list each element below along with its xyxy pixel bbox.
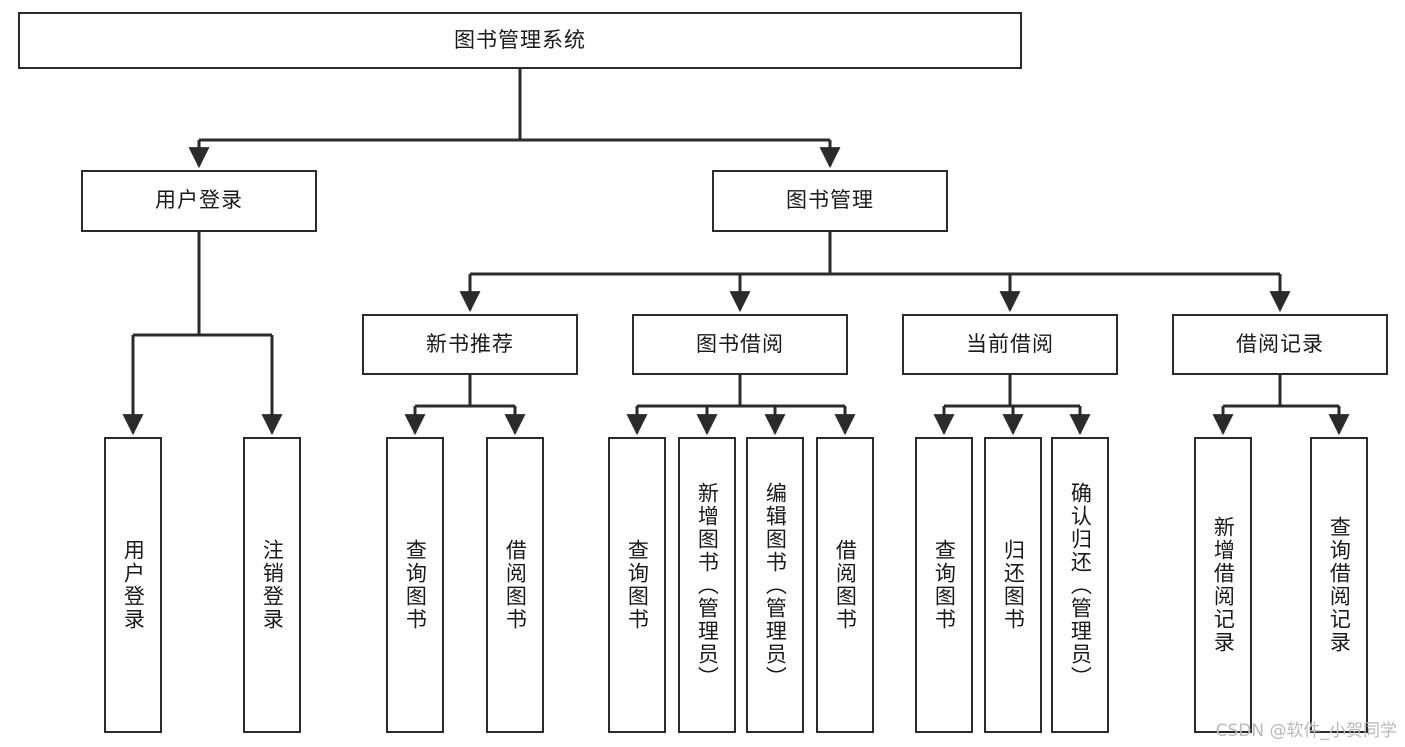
- node-leaf-query-book-borrow-label: 查询图书: [625, 539, 650, 631]
- node-leaf-add-borrow-record[interactable]: 新增借阅记录: [1194, 437, 1252, 733]
- node-book-management[interactable]: 图书管理: [712, 170, 948, 232]
- node-leaf-user-login[interactable]: 用户登录: [104, 437, 162, 733]
- node-leaf-query-book-current[interactable]: 查询图书: [915, 437, 973, 733]
- node-root-label: 图书管理系统: [454, 27, 586, 52]
- node-leaf-add-borrow-record-label: 新增借阅记录: [1211, 516, 1236, 654]
- node-new-book-recommend[interactable]: 新书推荐: [362, 314, 578, 375]
- node-user-login[interactable]: 用户登录: [81, 170, 317, 232]
- node-leaf-add-book[interactable]: 新增图书（管理员）: [678, 437, 736, 733]
- node-leaf-user-logout[interactable]: 注销登录: [243, 437, 301, 733]
- node-leaf-query-book-borrow[interactable]: 查询图书: [608, 437, 666, 733]
- node-leaf-return-book[interactable]: 归还图书: [984, 437, 1042, 733]
- node-current-borrow[interactable]: 当前借阅: [902, 314, 1118, 375]
- node-leaf-borrow-book[interactable]: 借阅图书: [816, 437, 874, 733]
- node-leaf-query-borrow-record-label: 查询借阅记录: [1327, 516, 1352, 654]
- watermark-text: CSDN @软件_小贺同学: [1215, 721, 1397, 741]
- node-book-management-label: 图书管理: [786, 188, 874, 213]
- node-leaf-query-borrow-record[interactable]: 查询借阅记录: [1310, 437, 1368, 733]
- node-leaf-borrow-book-label: 借阅图书: [833, 539, 858, 631]
- node-book-borrow-label: 图书借阅: [696, 331, 784, 356]
- node-leaf-borrow-book-recommend-label: 借阅图书: [503, 539, 528, 631]
- node-borrow-records-label: 借阅记录: [1236, 331, 1324, 356]
- node-leaf-add-book-label: 新增图书（管理员）: [695, 481, 720, 689]
- node-leaf-user-logout-label: 注销登录: [260, 539, 285, 631]
- node-leaf-return-book-label: 归还图书: [1001, 539, 1026, 631]
- node-leaf-confirm-return[interactable]: 确认归还（管理员）: [1051, 437, 1109, 733]
- node-new-book-recommend-label: 新书推荐: [426, 331, 514, 356]
- node-leaf-edit-book[interactable]: 编辑图书（管理员）: [746, 437, 804, 733]
- node-leaf-query-book-current-label: 查询图书: [932, 539, 957, 631]
- node-root[interactable]: 图书管理系统: [18, 12, 1022, 69]
- node-leaf-user-login-label: 用户登录: [121, 539, 146, 631]
- node-leaf-confirm-return-label: 确认归还（管理员）: [1068, 481, 1093, 689]
- node-user-login-label: 用户登录: [155, 188, 243, 213]
- node-leaf-borrow-book-recommend[interactable]: 借阅图书: [486, 437, 544, 733]
- node-leaf-query-book-recommend-label: 查询图书: [403, 539, 428, 631]
- node-book-borrow[interactable]: 图书借阅: [632, 314, 848, 375]
- node-borrow-records[interactable]: 借阅记录: [1172, 314, 1388, 375]
- node-current-borrow-label: 当前借阅: [966, 331, 1054, 356]
- node-leaf-query-book-recommend[interactable]: 查询图书: [386, 437, 444, 733]
- node-leaf-edit-book-label: 编辑图书（管理员）: [763, 481, 788, 689]
